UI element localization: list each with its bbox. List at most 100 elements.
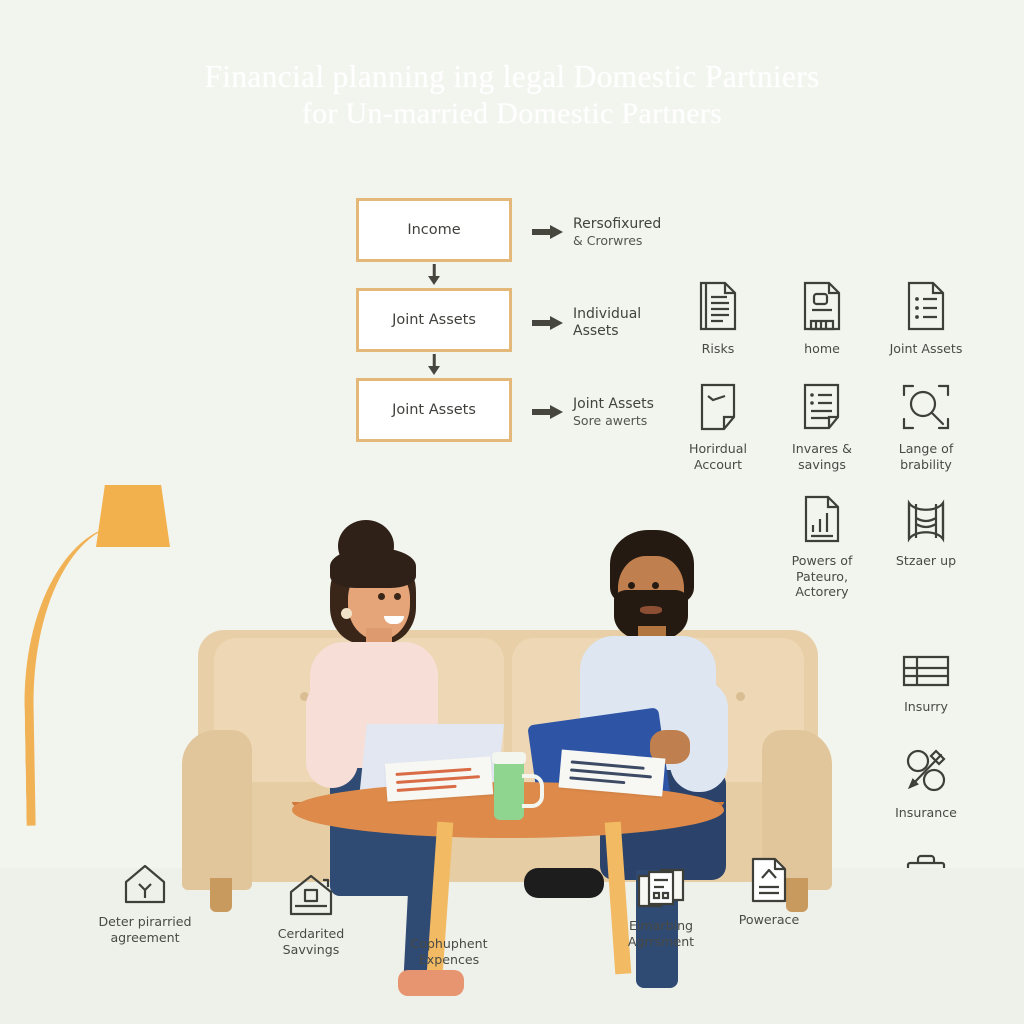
callout-subtitle: & Crorwres xyxy=(573,232,643,248)
document-up-icon xyxy=(704,856,834,904)
icon-label: Eimarbing Agrrsment xyxy=(627,918,695,949)
callout-title: Rersofixured xyxy=(573,216,662,232)
house-document-icon xyxy=(770,278,874,332)
icon-cell-invares-savings[interactable]: Invares & savings xyxy=(770,378,874,472)
insurance-pin-icon xyxy=(874,742,978,796)
bottom-icon-savings[interactable]: Cerdarited Savvings xyxy=(246,870,376,957)
icon-label: Powerace xyxy=(738,912,800,927)
arrow-down-icon xyxy=(428,276,440,285)
flow-box-joint-assets-1[interactable]: Joint Assets xyxy=(356,288,512,352)
woman-hair-front xyxy=(330,548,416,588)
icon-label: Horirdual Accourt xyxy=(688,441,747,472)
icon-label: Lange of brability xyxy=(898,441,954,472)
lamp-shade-icon xyxy=(96,485,170,547)
man-shoe xyxy=(524,868,604,898)
icon-cell-insurance[interactable]: Insurance xyxy=(874,742,978,821)
icon-label: Joint Assets xyxy=(889,341,963,356)
sofa-button xyxy=(300,692,309,701)
illustration-scene xyxy=(0,430,1024,1024)
flow-callout-1: Rersofixured & Crorwres xyxy=(532,216,762,248)
arrow-right-icon xyxy=(532,224,564,239)
woman-smile xyxy=(384,616,404,624)
callout-title: Individual xyxy=(573,306,642,322)
travel-mug xyxy=(494,760,524,820)
flowchart: Income Joint Assets Joint Assets Rersofi… xyxy=(356,198,661,442)
document-lines-icon xyxy=(666,278,770,332)
man-eye xyxy=(628,582,635,589)
icon-cell-risks[interactable]: Risks xyxy=(666,278,770,357)
arrow-right-icon xyxy=(532,315,564,330)
house-outline-icon xyxy=(80,858,210,906)
callout-subtitle: Assets xyxy=(573,322,619,339)
icon-label: home xyxy=(804,341,840,356)
page-title: Financial planning ing legal Domestic Pa… xyxy=(0,58,1024,133)
icon-label: Invares & savings xyxy=(792,441,852,472)
arrow-shaft xyxy=(432,264,436,278)
mug-handle xyxy=(522,774,544,808)
title-line-2: for Un-married Domestic Partners xyxy=(301,97,723,131)
callout-subtitle: Sore awerts xyxy=(573,412,648,428)
icon-label: Cerdarited Savvings xyxy=(277,926,345,957)
flow-connector-2 xyxy=(356,352,512,378)
arrow-shaft xyxy=(432,354,436,368)
icon-cell-home[interactable]: home xyxy=(770,278,874,357)
lamp-arm xyxy=(21,524,132,826)
flow-callout-text: Rersofixured & Crorwres xyxy=(573,216,661,248)
sofa-leg-left xyxy=(210,878,232,912)
magnifier-scan-icon xyxy=(874,378,978,432)
icon-label: Deter pirarried agreement xyxy=(98,914,192,945)
title-line-1: Financial planning ing legal Domestic Pa… xyxy=(204,59,820,94)
icon-cell-insurry[interactable]: Insurry xyxy=(874,636,978,715)
flow-box-income[interactable]: Income xyxy=(356,198,512,262)
flow-connector-1 xyxy=(356,262,512,288)
flow-callout-text: Individual Assets xyxy=(573,306,641,340)
woman-earring xyxy=(341,608,352,619)
document-chart-icon xyxy=(770,490,874,544)
document-folded-icon xyxy=(666,378,770,432)
flow-box-joint-assets-2[interactable]: Joint Assets xyxy=(356,378,512,442)
flow-callout-text: Joint Assets Sore awerts xyxy=(573,396,654,428)
scroll-icon xyxy=(874,490,978,544)
flow-box-label: Joint Assets xyxy=(392,312,476,328)
document-checklist-icon xyxy=(770,378,874,432)
man-eye xyxy=(652,582,659,589)
callout-title: Joint Assets xyxy=(573,396,654,412)
bottom-icon-domestic-agreement[interactable]: Deter pirarried agreement xyxy=(80,858,210,945)
flow-callout-3: Joint Assets Sore awerts xyxy=(532,396,762,428)
woman-eye xyxy=(394,593,401,600)
icon-cell-stzaer-up[interactable]: Stzaer up xyxy=(874,490,978,569)
bottom-icon-financing-agreement[interactable]: Eimarbing Agrrsment xyxy=(596,862,726,949)
document-list-icon xyxy=(874,278,978,332)
woman-eye xyxy=(378,593,385,600)
flow-callout-2: Individual Assets xyxy=(532,306,762,340)
icon-label: Cophuphent Expences xyxy=(410,936,488,967)
sofa-button xyxy=(736,692,745,701)
paper-document xyxy=(384,756,494,802)
icon-label: Insurance xyxy=(895,805,957,820)
woman-shoe xyxy=(398,970,464,996)
mug-lid xyxy=(492,752,526,764)
sofa-arm-left xyxy=(182,730,252,890)
arrow-down-icon xyxy=(428,366,440,375)
sofa-leg-right xyxy=(786,878,808,912)
flow-box-label: Joint Assets xyxy=(392,402,476,418)
icon-label: Risks xyxy=(701,341,735,356)
arrow-right-icon xyxy=(532,404,564,419)
icon-label: Powers of Pateuro, Actorery xyxy=(791,553,853,600)
coffee-table-icon xyxy=(384,880,514,928)
icon-cell-joint-assets[interactable]: Joint Assets xyxy=(874,278,978,357)
icon-label: Stzaer up xyxy=(895,553,957,568)
icon-cell-lange-brability[interactable]: Lange of brability xyxy=(874,378,978,472)
icon-cell-individual-account[interactable]: Horirdual Accourt xyxy=(666,378,770,472)
flow-box-label: Income xyxy=(407,222,461,238)
icon-label: Insurry xyxy=(904,699,948,714)
man-mouth xyxy=(640,606,662,614)
bottom-icon-powerace[interactable]: Powerace xyxy=(704,856,834,928)
floor xyxy=(0,868,1024,1024)
icon-cell-powers-of-attorney[interactable]: Powers of Pateuro, Actorery xyxy=(770,490,874,600)
documents-stack-icon xyxy=(596,862,726,910)
home-savings-icon xyxy=(246,870,376,918)
bottom-icon-household-expenses[interactable]: Cophuphent Expences xyxy=(384,880,514,967)
table-grid-icon xyxy=(874,636,978,690)
